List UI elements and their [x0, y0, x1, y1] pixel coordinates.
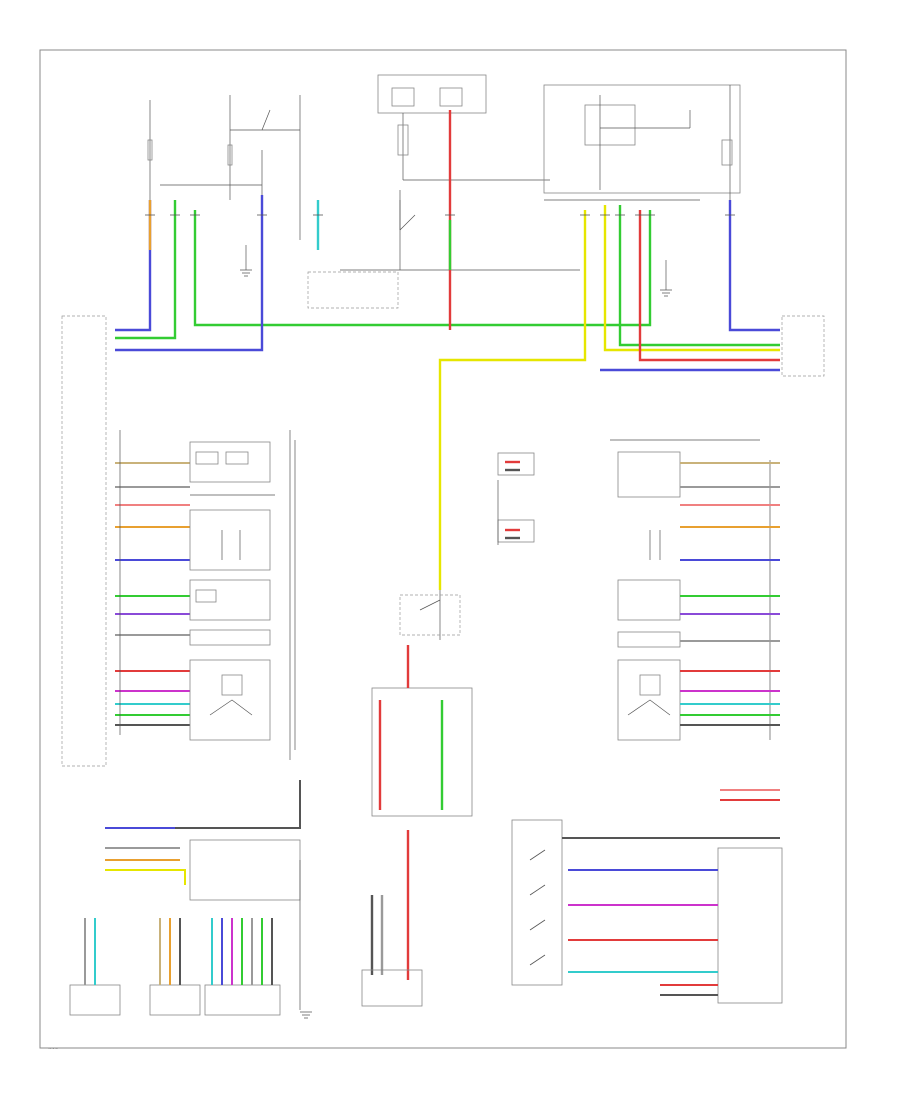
top-right-relay-block [543, 84, 741, 297]
left-lower-wires [105, 780, 301, 885]
center-bottom-switch [361, 969, 423, 1007]
lower-left-fuse-block [189, 839, 301, 901]
center-column [371, 452, 535, 817]
right-door-control-module [781, 315, 825, 377]
window-switch-contacts [529, 849, 546, 966]
footer-mark: ~~~ [48, 1046, 58, 1051]
bottom-left-connectors [69, 984, 281, 1016]
left-door-control-module [61, 315, 107, 767]
left-module-wires [115, 462, 190, 726]
power-window-master-switch [511, 819, 563, 986]
right-mirror-motor-stack [610, 439, 760, 741]
junction-connector-box [307, 271, 399, 309]
top-left-switch-group [147, 95, 301, 277]
wire-trunk-top [115, 110, 780, 590]
bottom-left-connector-wires [84, 918, 273, 985]
center-column-wires [370, 460, 520, 980]
diagram-frame [39, 49, 847, 1049]
power-window-motor [717, 847, 783, 1004]
top-center-fuse-block [377, 74, 550, 231]
right-module-wires [680, 462, 780, 801]
left-mirror-motor-stack [189, 441, 275, 741]
window-switch-wires [562, 837, 780, 996]
